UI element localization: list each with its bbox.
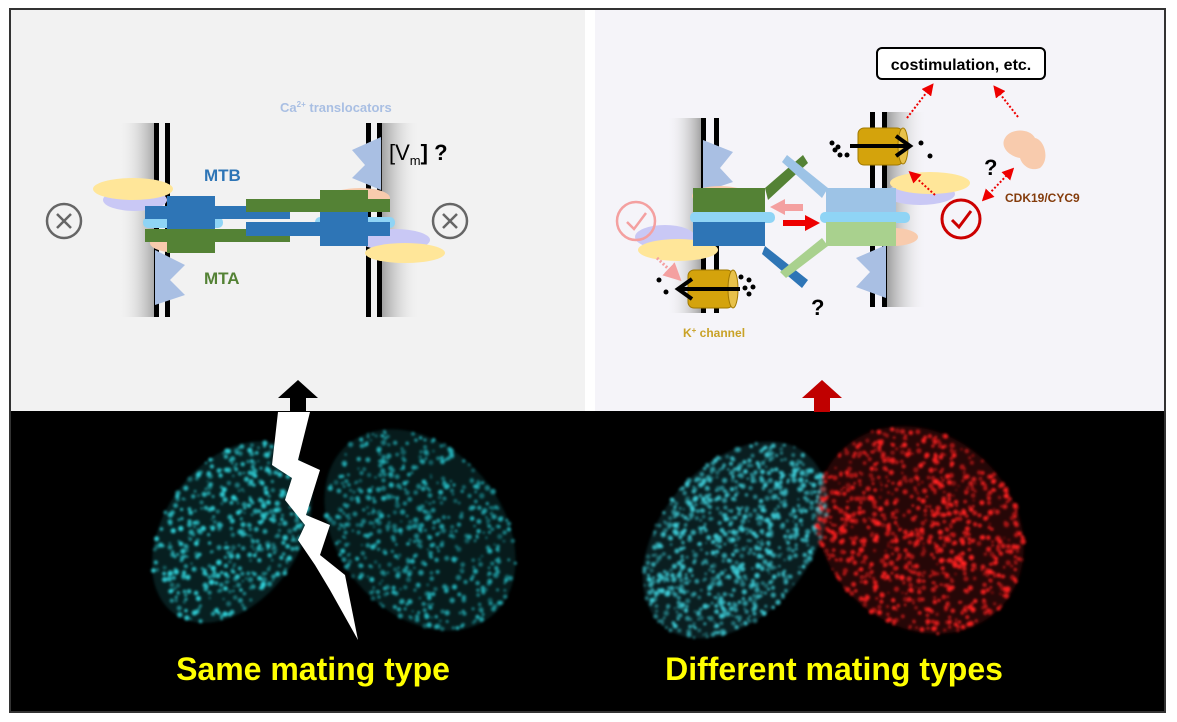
ca-translocator-left	[155, 250, 185, 305]
mtb-right	[246, 222, 390, 236]
question-mark: ?	[811, 295, 824, 320]
ca-translocator-right	[352, 137, 381, 190]
cdk19-cyc9-label: CDK19/CYC9	[1005, 191, 1080, 205]
question-mark: ?	[984, 155, 997, 180]
red-right-arrow-icon	[783, 215, 820, 231]
mtb-label: MTB	[204, 166, 241, 185]
check-circle-icon	[940, 198, 982, 240]
cell-images	[151, 426, 1026, 639]
cell-red-mating	[814, 426, 1026, 635]
costimulation-box	[876, 47, 1046, 80]
left-mating-diagram: Ca2+ translocators [Vm] ? MTB MTA	[45, 100, 469, 412]
k-channel-label: K+ channel	[683, 326, 745, 340]
pink-left-arrow-icon	[770, 199, 803, 215]
check-circle-icon	[615, 200, 657, 242]
k-channel-upper	[829, 127, 933, 166]
red-up-arrow-icon	[802, 380, 842, 412]
vm-label: [Vm] ?	[389, 140, 448, 168]
right-mating-diagram: costimulation, etc. CDK19/CYC9 K+ channe…	[615, 47, 1080, 412]
cell-cyan-right	[323, 429, 517, 632]
different-mating-types-caption: Different mating types	[665, 651, 1003, 687]
cdk19-cyc9-complex	[1003, 130, 1046, 170]
mta-right	[246, 199, 390, 212]
cell-cyan-left	[151, 440, 312, 624]
costimulation-label: costimulation, etc.	[891, 57, 1031, 74]
lightning-bolt-icon	[272, 412, 358, 640]
ca-translocators-label: Ca2+ translocators	[280, 100, 392, 115]
x-circle-icon	[45, 202, 83, 240]
x-circle-icon	[431, 202, 469, 240]
mta-label: MTA	[204, 269, 240, 288]
same-mating-type-caption: Same mating type	[176, 651, 450, 687]
k-channel-lower	[656, 269, 756, 309]
black-up-arrow-icon	[278, 380, 318, 412]
